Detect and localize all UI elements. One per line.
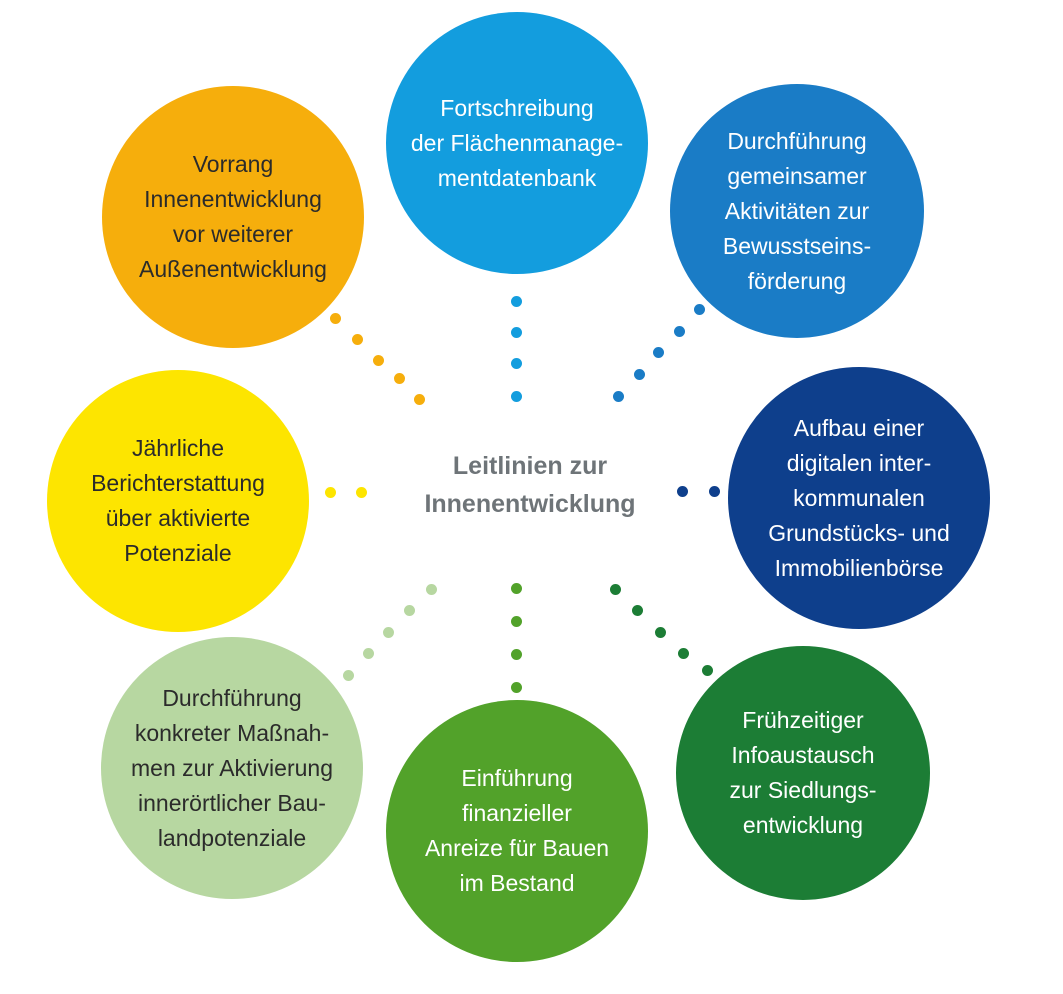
connector-dot [414,394,425,405]
connector-dot [343,670,354,681]
connector-dot [394,373,405,384]
circle-vorrang-innenentwicklung: Vorrang Innenentwicklung vor weiterer Au… [102,86,364,348]
connector-dot [634,369,645,380]
circle-label: Jährliche Berichterstattung über aktivie… [91,435,265,566]
circle-label: Fortschreibung der Flächenmanage- mentda… [410,94,624,191]
circle-infoaustausch: Frühzeitiger Infoaustausch zur Siedlungs… [676,646,930,900]
connector-dot [655,627,666,638]
circle-fortschreibung: Fortschreibung der Flächenmanage- mentda… [386,12,648,274]
circle-label: Frühzeitiger Infoaustausch zur Siedlungs… [729,707,877,838]
connector-dot [653,347,664,358]
connector-dot [511,327,522,338]
connector-dot [356,487,367,498]
connector-dot [632,605,643,616]
circle-label: Durchführung gemeinsamer Aktivitäten zur… [722,127,872,294]
connector-dot [511,391,522,402]
connector-dot [709,486,720,497]
connector-dot [674,326,685,337]
circle-berichterstattung: Jährliche Berichterstattung über aktivie… [47,370,309,632]
center-title: Leitlinien zur Innenentwicklung [424,452,636,518]
connector-dot [352,334,363,345]
connector-dot [373,355,384,366]
connector-dot [325,487,336,498]
connector-dot [511,296,522,307]
circle-bewusstseinsfoerderung: Durchführung gemeinsamer Aktivitäten zur… [670,84,924,338]
connector-dot [610,584,621,595]
connector-dot [426,584,437,595]
circle-massnahmen: Durchführung konkreter Maßnah- men zur A… [101,637,363,899]
connector-dot [511,616,522,627]
circle-finanzielle-anreize: Einführung finanzieller Anreize für Baue… [386,700,648,962]
connector-dot [702,665,713,676]
circle-label: Durchführung konkreter Maßnah- men zur A… [131,684,333,851]
connector-dot [383,627,394,638]
connector-dot [363,648,374,659]
connector-dot [511,682,522,693]
connector-dot [511,358,522,369]
circle-label: Aufbau einer digitalen inter- kommunalen… [768,414,950,581]
connector-dot [613,391,624,402]
circle-label: Einführung finanzieller Anreize für Baue… [424,765,610,896]
connector-dot [678,648,689,659]
connector-dot [330,313,341,324]
connector-dot [511,583,522,594]
connector-dot [404,605,415,616]
circle-label: Vorrang Innenentwicklung vor weiterer Au… [139,151,327,282]
circle-immobilienboerse: Aufbau einer digitalen inter- kommunalen… [728,367,990,629]
connector-dot [511,649,522,660]
connector-dot [677,486,688,497]
connector-dot [694,304,705,315]
